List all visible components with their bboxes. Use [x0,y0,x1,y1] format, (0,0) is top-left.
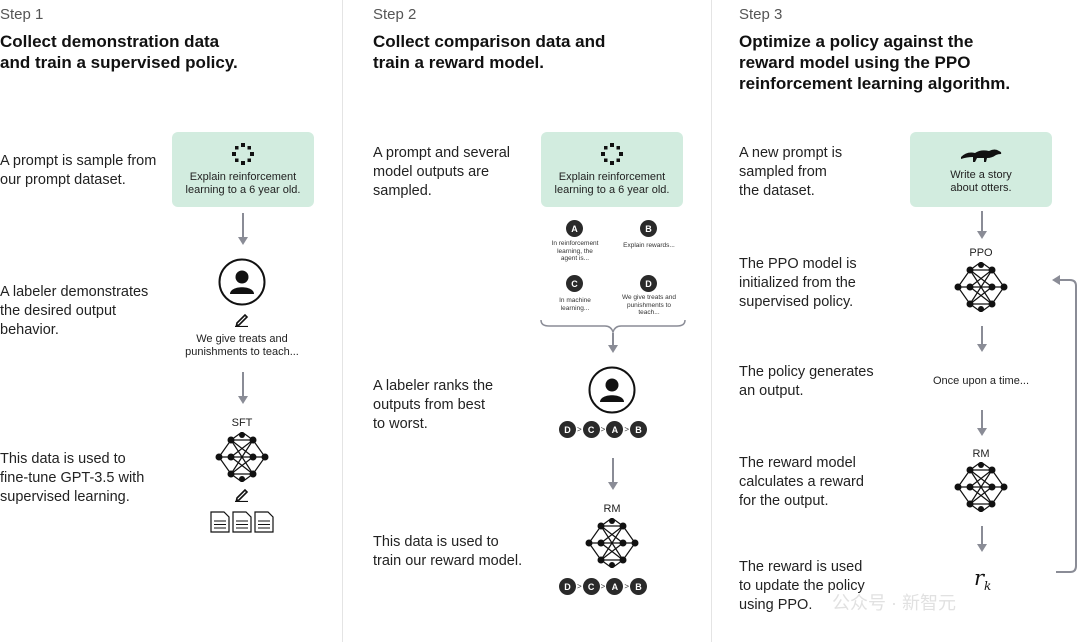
output-text-c: In machine learning... [559,297,591,312]
rank-separator: > [577,582,582,591]
rm-label: RM [972,448,990,460]
rank-badge: A [606,421,624,438]
demonstration-text: We give treats and punishments to teach.… [185,333,299,358]
flow-arrow [238,372,248,404]
feedback-loop-arrow [1052,275,1077,573]
rank-separator: > [577,425,582,434]
step-title: Optimize a policy against the reward mod… [739,32,1011,93]
prompt-text: Explain reinforcement learning to a 6 ye… [185,170,301,196]
output-badge-d: D [640,275,657,292]
flow-arrow [977,211,987,239]
step-description: The PPO model is initialized from the su… [739,256,857,310]
step-description: The policy generates an output. [739,364,874,399]
step-description: This data is used to fine-tune GPT-3.5 w… [0,451,145,505]
ppo-label: PPO [969,247,993,259]
neural-network-icon [954,462,1008,512]
flow-arrow [977,526,987,552]
step-description: A labeler ranks the outputs from best to… [373,378,494,432]
output-badge-a: A [566,220,583,237]
step-description: A new prompt is sampled from the dataset… [739,145,843,199]
prompt-box: Explain reinforcement learning to a 6 ye… [541,132,683,207]
step-title: Collect demonstration data and train a s… [0,32,238,72]
rank-badge: D [559,578,576,595]
neural-network-icon [215,432,269,482]
labeler-avatar-icon [218,258,266,306]
output-badge-b: B [640,220,657,237]
column-divider [711,0,712,642]
refresh-icon [232,142,254,165]
step-description: The reward is used to update the policy … [739,559,865,613]
otter-icon [961,149,1002,162]
reward-symbol: rk [974,566,992,594]
step-label: Step 3 [739,6,783,23]
ranking-row: D > C > A > B [559,421,648,438]
prompt-text: Write a story about otters. [950,168,1012,194]
flow-arrow [238,213,248,245]
rank-badge: B [630,578,648,595]
output-badge-c: C [566,275,583,292]
pencil-icon [235,488,249,502]
step-title: Collect comparison data and train a rewa… [373,32,606,72]
step-description: A prompt is sample from our prompt datas… [0,153,157,188]
flow-arrow [608,458,618,490]
prompt-box: Write a story about otters. [910,132,1052,207]
step-description: The reward model calculates a reward for… [739,455,864,509]
rm-label: RM [603,503,621,515]
rank-badge: B [630,421,648,438]
rank-separator: > [624,425,630,434]
rank-badge: A [606,578,624,595]
ranking-row: D > C > A > B [559,578,648,595]
bracket-icon [540,319,686,334]
flow-arrow [977,410,987,436]
rank-separator: > [600,425,606,434]
prompt-text: Explain reinforcement learning to a 6 ye… [554,170,670,196]
rank-badge: D [559,421,576,438]
step-label: Step 1 [0,6,44,23]
documents-icon [210,511,274,533]
rank-badge: C [582,421,600,438]
step-description: A prompt and several model outputs are s… [373,145,511,199]
labeler-avatar-icon [588,366,636,414]
watermark: 公众号 · 新智元 [832,593,956,613]
step-description: This data is used to train our reward mo… [373,534,523,569]
flow-arrow [608,333,618,353]
rank-separator: > [600,582,606,591]
rank-badge: C [582,578,600,595]
prompt-box: Explain reinforcement learning to a 6 ye… [172,132,314,207]
step1-column: Step 1 Collect demonstration data and tr… [0,0,342,642]
step3-column: Step 3 Optimize a policy against the rew… [712,0,1080,642]
output-text-b: Explain rewards... [623,242,675,249]
step2-column: Step 2 Collect comparison data and train… [343,0,711,642]
rank-separator: > [624,582,630,591]
neural-network-icon [585,518,639,568]
step-description: A labeler demonstrates the desired outpu… [0,284,149,338]
neural-network-icon [954,262,1008,312]
policy-output-text: Once upon a time... [933,375,1029,387]
output-text-a: In reinforcement learning, the agent is.… [551,240,599,262]
pencil-icon [235,313,249,327]
output-text-d: We give treats and punishments to teach.… [621,294,677,316]
step-label: Step 2 [373,6,417,23]
flow-arrow [977,326,987,352]
sft-label: SFT [231,417,253,429]
column-divider [342,0,343,642]
refresh-icon [601,142,623,165]
